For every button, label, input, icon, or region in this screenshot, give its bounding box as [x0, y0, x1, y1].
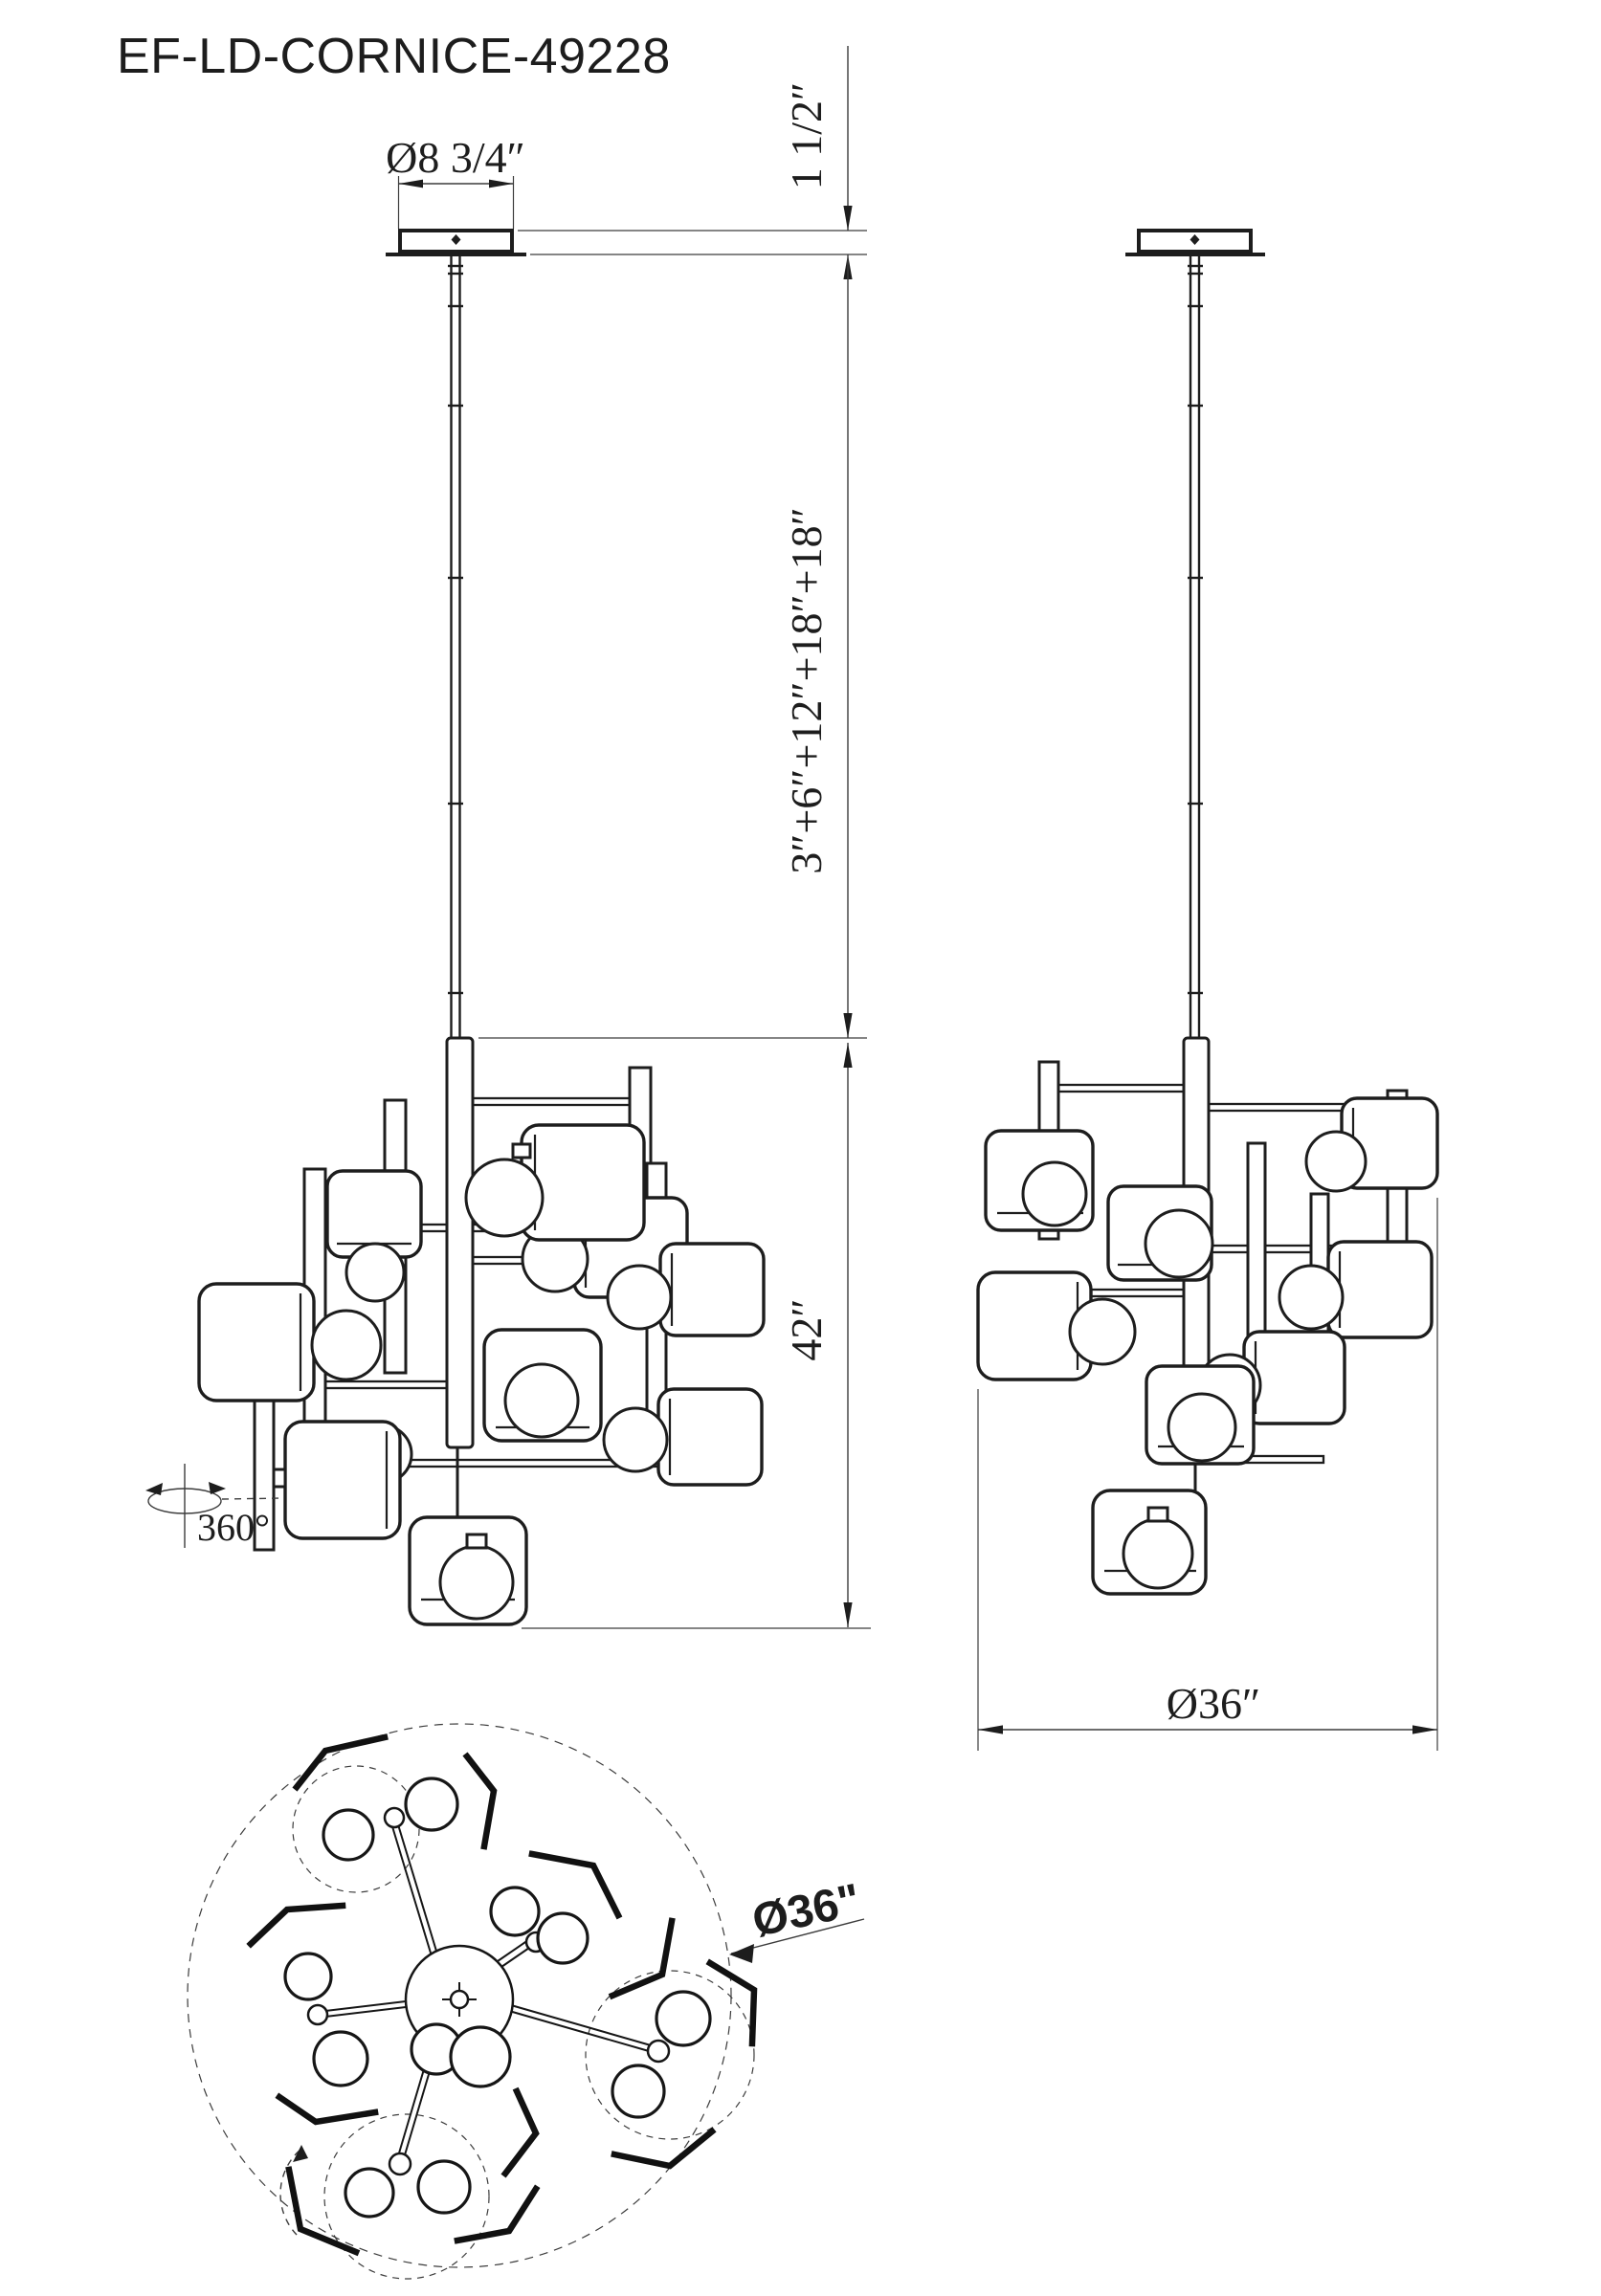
lamp-head	[197, 1282, 383, 1402]
lamp-head	[1278, 1240, 1434, 1339]
lamp-head	[482, 1328, 603, 1443]
side-canopy	[1125, 229, 1265, 256]
plan-diameter-dimension: Ø36"	[729, 1875, 865, 1963]
lamp-head	[976, 1270, 1137, 1381]
plan-view: Ø36"	[187, 1723, 865, 2280]
lamp-head	[984, 1129, 1095, 1232]
lamp-head	[606, 1242, 766, 1337]
side-view: Ø36″	[976, 229, 1439, 1751]
plan-diameter-label: Ø36"	[748, 1875, 865, 1947]
front-fixture-body	[197, 1036, 766, 1626]
front-rotation-symbol: 360°	[145, 1464, 284, 1549]
lamp-head	[1145, 1364, 1256, 1466]
plan-outer-diameter-circle	[187, 1723, 732, 2268]
lamp-head	[602, 1387, 764, 1487]
rod-couplings	[448, 264, 463, 995]
plan-shade-outlines	[246, 1733, 758, 2257]
front-canopy-diameter-dimension: Ø8 3/4″	[386, 133, 525, 229]
rod-couplings	[1188, 264, 1203, 995]
side-diameter-label: Ø36″	[1167, 1679, 1260, 1728]
plan-globes	[283, 1777, 712, 2219]
front-height-dimensions: 1 1/2″ 3″+6″+12″+18″+18″ 42″	[478, 46, 871, 1629]
side-fixture-body	[976, 1036, 1439, 1596]
body-height-label: 42″	[782, 1298, 831, 1360]
canopy-center-mark	[451, 234, 461, 245]
lamp-head	[1091, 1489, 1208, 1596]
drawing-title: EF-LD-CORNICE-49228	[117, 29, 671, 84]
downrod-lengths-label: 3″+6″+12″+18″+18″	[782, 507, 831, 874]
front-view: Ø8 3/4″	[145, 46, 871, 1629]
lamp-head	[408, 1515, 528, 1626]
lamp-head	[272, 1420, 413, 1540]
front-downrod-stem	[448, 256, 463, 1039]
canopy-height-label: 1 1/2″	[782, 82, 831, 189]
side-diameter-dimension: Ø36″	[977, 1198, 1438, 1751]
front-canopy	[386, 229, 526, 256]
rotation-label: 360°	[197, 1506, 270, 1549]
rotation-ellipse	[147, 1488, 222, 1514]
side-downrod-stem	[1188, 256, 1203, 1039]
lamp-head	[1304, 1096, 1439, 1193]
lamp-head	[325, 1169, 423, 1303]
canopy-diameter-label: Ø8 3/4″	[386, 133, 525, 182]
canopy-center-mark	[1190, 234, 1200, 245]
lamp-head	[464, 1123, 646, 1242]
lamp-head	[1106, 1184, 1214, 1282]
